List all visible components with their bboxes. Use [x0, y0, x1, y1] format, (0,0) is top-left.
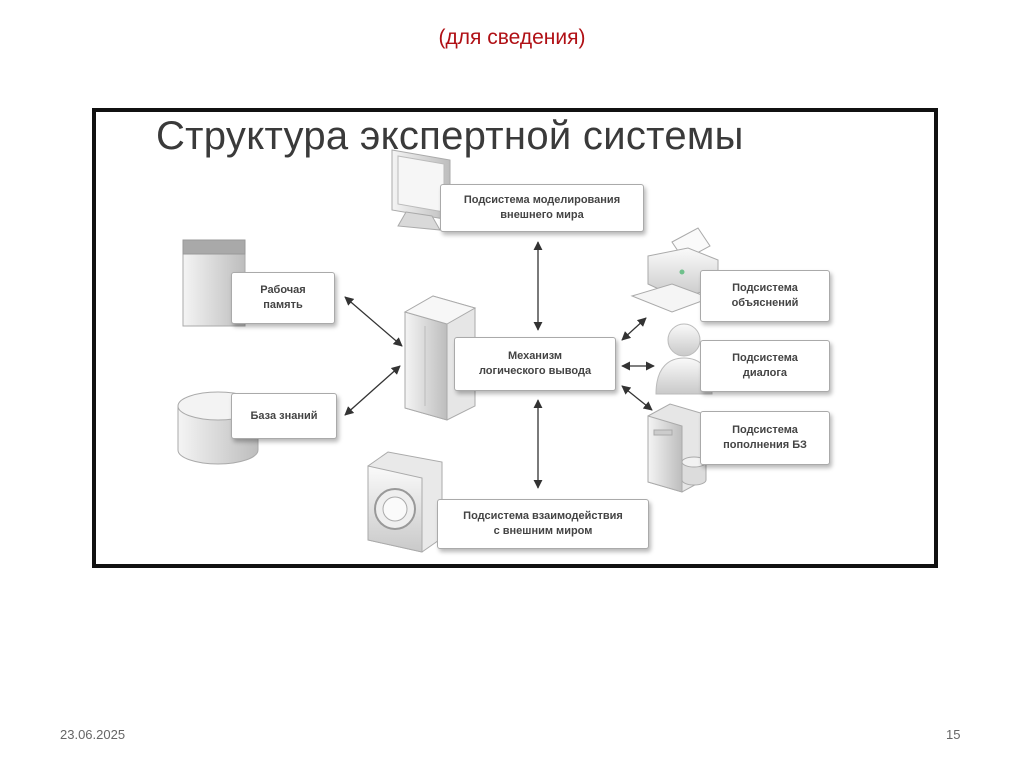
node-explanation-subsystem: Подсистема объяснений	[700, 270, 830, 322]
node-memory-line1: Рабочая	[260, 284, 306, 296]
node-knowledge-base: База знаний	[231, 393, 337, 439]
node-working-memory: Рабочая память	[231, 272, 335, 324]
node-dialog-line2: диалога	[742, 367, 788, 379]
slide-subtitle: (для сведения)	[438, 26, 586, 49]
node-kbupdate-line2: пополнения БЗ	[723, 439, 807, 451]
node-dialog-subsystem: Подсистема диалога	[700, 340, 830, 392]
node-explanation-line1: Подсистема	[732, 282, 798, 294]
arrow-memory-inference	[344, 296, 403, 347]
server-db-icon	[647, 403, 707, 493]
arrow-inference-kbupdate	[621, 385, 653, 411]
connector-arrows	[344, 241, 655, 489]
device-box-icon	[367, 451, 443, 553]
diagram-title: Структура экспертной системы	[156, 114, 744, 158]
node-interaction-line1: Подсистема взаимодействия	[463, 510, 623, 522]
node-inference-engine: Механизм логического вывода	[454, 337, 616, 391]
node-modeling-line2: внешнего мира	[500, 209, 584, 221]
node-memory-line2: память	[263, 299, 303, 311]
monitor-icon	[391, 149, 451, 231]
arrow-kb-inference	[344, 365, 401, 416]
slide-page-number: 15	[946, 727, 961, 742]
node-interaction-subsystem: Подсистема взаимодействия с внешним миро…	[437, 499, 649, 549]
node-modeling-subsystem: Подсистема моделирования внешнего мира	[440, 184, 644, 232]
node-interaction-line2: с внешним миром	[493, 525, 593, 537]
node-kb-line1: База знаний	[250, 409, 318, 422]
node-inference-line1: Механизм	[507, 350, 563, 362]
arrow-inference-explanation	[621, 317, 647, 341]
node-inference-line2: логического вывода	[478, 365, 592, 377]
node-kb-update-subsystem: Подсистема пополнения БЗ	[700, 411, 830, 465]
node-kbupdate-line1: Подсистема	[732, 424, 798, 436]
node-explanation-line2: объяснений	[731, 297, 799, 309]
slide-date: 23.06.2025	[60, 727, 126, 742]
node-modeling-line1: Подсистема моделирования	[463, 194, 621, 206]
node-dialog-line1: Подсистема	[732, 352, 798, 364]
